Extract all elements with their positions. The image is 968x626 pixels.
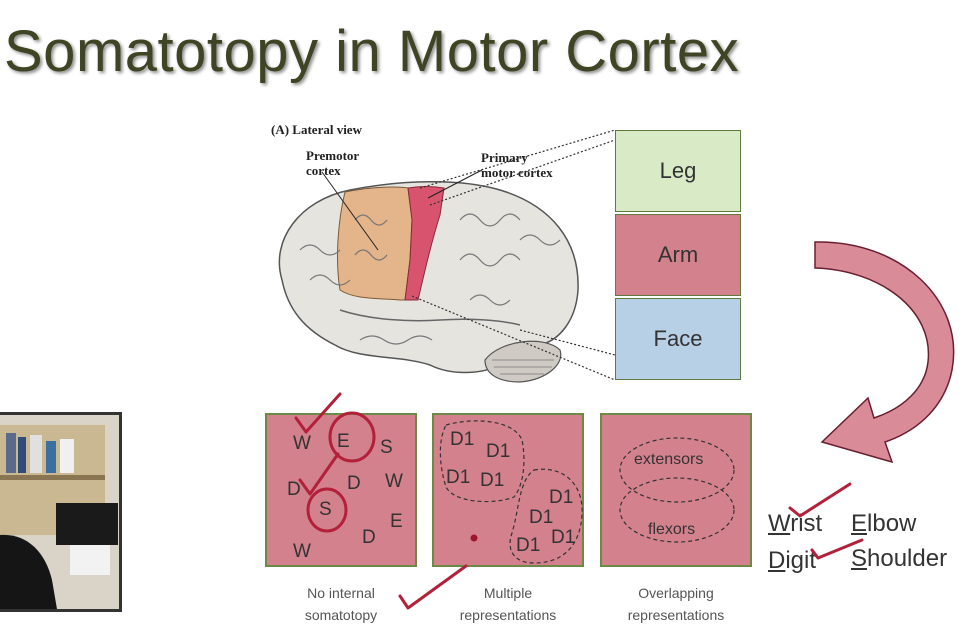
panel3-dashed-ovals [619, 437, 735, 543]
person-silhouette [0, 534, 57, 609]
premotor-label-line1: Premotor [306, 148, 360, 163]
panel2-dashed-regions [439, 420, 583, 564]
panel1-letter: W [293, 433, 311, 454]
caption2-line2: representations [459, 607, 557, 623]
panel2-digit-label: D1 [549, 487, 574, 508]
lateral-sulcus [339, 309, 521, 326]
panel-multiple-representations: D1 D1 D1 D1 D1 D1 D1 D1 D1 [432, 413, 584, 567]
panel1-letter: D [287, 479, 301, 500]
cerebellum-folia [492, 359, 554, 375]
joint-digit: Digit [768, 547, 816, 575]
premotor-region [337, 186, 413, 301]
panel2-digit-label: D1 [516, 535, 541, 556]
premotor-label-line2: cortex [306, 163, 341, 178]
extensors-label: extensors [634, 451, 704, 468]
premotor-pointer [321, 171, 379, 251]
check-mark-2 [298, 452, 340, 496]
cerebellum [484, 340, 562, 383]
panel1-letter: D [347, 473, 361, 494]
primary-pointer [427, 169, 483, 199]
projection-line-top [419, 129, 616, 189]
check-mark-digit [810, 538, 864, 560]
curved-arrow [814, 241, 955, 464]
panel-overlapping-representations: extensors flexors [600, 413, 752, 567]
premotor-label: Premotor cortex [306, 148, 359, 178]
caption2-line1: Multiple [483, 585, 533, 601]
joint-shoulder: Shoulder [851, 545, 947, 573]
monitor [56, 503, 118, 545]
caption1-line1: No internal [307, 585, 375, 601]
caption3-line1: Overlapping [638, 585, 714, 601]
caption1-line2: somatotopy [304, 607, 378, 623]
body-map-leg: Leg [615, 130, 741, 212]
caption-no-somatotopy: No internal somatotopy [265, 582, 417, 626]
caption-multiple: Multiple representations [432, 582, 584, 626]
panel2-digit-label: D1 [486, 441, 511, 462]
projection-line-mid [429, 139, 616, 206]
circle-around-e [328, 411, 376, 463]
flexors-label: flexors [648, 521, 696, 538]
figure-panel-label: (A) Lateral view [271, 122, 362, 137]
joint-elbow-rest: lbow [867, 510, 917, 537]
panel2-digit-label: D1 [450, 429, 475, 450]
book [18, 437, 26, 473]
joint-elbow: Elbow [851, 510, 916, 538]
panel1-letter: E [337, 431, 350, 452]
panel2-digit-label: D1 [529, 507, 554, 528]
desk-item [70, 545, 110, 575]
panel2-digit-label: D1 [551, 527, 576, 548]
panel1-letter: W [385, 471, 403, 492]
panel2-digit-label: D1 [480, 470, 505, 491]
panel2-digit-label: D1 [446, 467, 471, 488]
flexors-oval [619, 477, 735, 543]
joint-shoulder-rest: houlder [867, 545, 948, 572]
arrow-shape [814, 241, 955, 464]
panel2-region-top [439, 420, 525, 503]
panel2-dot [470, 534, 478, 542]
book [30, 435, 42, 473]
circle-around-s [306, 487, 348, 533]
extensors-oval [619, 437, 735, 503]
joint-wrist-rest: rist [790, 510, 823, 537]
panel1-letter: W [293, 541, 311, 562]
panel2-region-bottom [509, 468, 583, 564]
check-mark-caption [398, 564, 468, 610]
gyri-lines [299, 213, 561, 345]
webcam-scene [0, 415, 119, 609]
joint-digit-rest: igit [785, 547, 817, 574]
slide-title: Somatotopy in Motor Cortex [4, 19, 740, 84]
joint-wrist: Wrist [768, 510, 822, 538]
check-mark-1 [294, 392, 342, 434]
panel-no-somatotopy: W E S D D W S D E W [265, 413, 417, 567]
primary-label-line1: Primary [481, 150, 528, 165]
book [60, 439, 74, 473]
primary-label-line2: motor cortex [481, 165, 553, 180]
check-mark-wrist [788, 482, 852, 518]
shelf-board [0, 475, 105, 480]
body-map-arm: Arm [615, 214, 741, 296]
webcam-video-inset [0, 412, 122, 612]
primary-motor-label: Primary motor cortex [481, 150, 553, 180]
joint-wrist-initial: W [768, 510, 791, 537]
projection-line-bottom [411, 295, 616, 381]
body-map-face: Face [615, 298, 741, 380]
panel1-letter: E [390, 511, 403, 532]
book [6, 433, 16, 473]
panel1-letter: S [380, 437, 393, 458]
caption3-line2: representations [627, 607, 725, 623]
joint-shoulder-initial: S [851, 545, 868, 572]
caption-overlapping: Overlapping representations [600, 582, 752, 626]
brain-illustration [278, 169, 579, 383]
joint-elbow-initial: E [851, 510, 868, 537]
panel1-letter: S [319, 499, 332, 520]
joint-digit-initial: D [768, 547, 786, 574]
projection-line-lower [519, 329, 616, 356]
panel1-letter: D [362, 527, 376, 548]
book [46, 441, 56, 473]
